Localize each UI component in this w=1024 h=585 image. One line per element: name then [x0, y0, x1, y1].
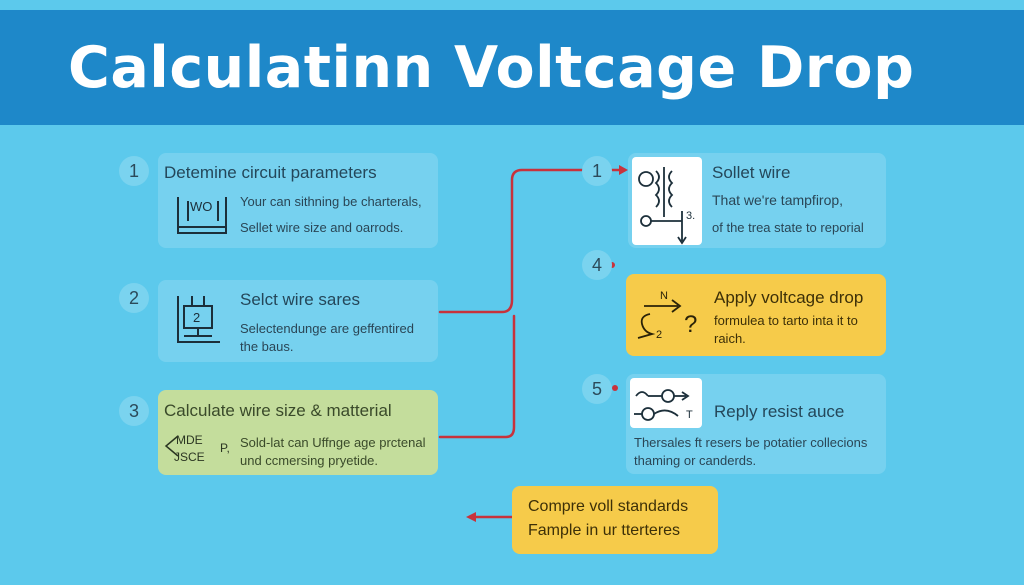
step-card-reply-resistance: T Reply resist auce Thersales ft resers … — [626, 374, 886, 474]
icon-label: T — [686, 409, 693, 421]
step-card-calculate-wire-size: Calculate wire size & matterial MDE JSCE… — [158, 390, 438, 475]
icon-label: JSCE — [174, 450, 205, 464]
resistor-icon-box: T — [630, 378, 702, 428]
step-title: Sollet wire — [712, 163, 791, 182]
step-card-sollet-wire: 3. Sollet wire That we're tampfirop, of … — [628, 153, 886, 248]
step-desc-line: Sellet wire size and oarrods. — [240, 220, 404, 235]
page-title: Calculatinn Voltcage Drop — [68, 34, 915, 101]
title-banner: Calculatinn Voltcage Drop — [0, 10, 1024, 125]
step-desc-line: Selectendunge are geffentired — [240, 321, 414, 336]
bottom-box-line: Compre voll standards — [528, 498, 689, 515]
step-card-select-wire: Selct wire sares 2 Selectendunge are gef… — [158, 280, 438, 362]
step-desc-line: Your can sithning be charterals, — [240, 194, 422, 209]
step-desc-line: formulea to tarto inta it to — [714, 313, 858, 328]
step-title: Apply voltcage drop — [714, 288, 864, 307]
step-card-apply-voltage-drop: N 2 ? Apply voltcage drop formulea to ta… — [626, 274, 886, 356]
icon-label: P, — [220, 441, 230, 455]
wire-selector-icon: 2 — [177, 296, 220, 343]
icon-label: N — [660, 290, 668, 302]
step-number-badge: 4 — [582, 250, 612, 280]
step-title: Reply resist auce — [714, 402, 845, 421]
transformer-icon: 3. — [638, 167, 695, 245]
step-desc-line: und ccmersing pryetide. — [240, 453, 379, 468]
step-desc-line: of the trea state to reporial — [712, 220, 864, 235]
formula-icon: MDE JSCE P, — [164, 433, 230, 464]
formula-question-icon: N 2 ? — [637, 290, 697, 341]
icon-label: ? — [684, 311, 697, 338]
circuit-box-icon: WO — [177, 197, 227, 234]
icon-label: 2 — [193, 310, 200, 325]
step-title: Selct wire sares — [240, 290, 360, 309]
connector-step2-to-right — [438, 168, 622, 314]
step-number-badge: 3 — [119, 396, 149, 426]
resistor-icon: T — [634, 389, 693, 421]
arrow-right-head — [619, 165, 628, 175]
connector-dot-step5 — [612, 385, 618, 391]
icon-label: 2 — [656, 329, 662, 341]
step-desc-line: the baus. — [240, 339, 294, 354]
step-number-badge: 1 — [582, 156, 612, 186]
compare-standards-box: Compre voll standards Fample in ur ttert… — [512, 486, 718, 554]
step-number-badge: 5 — [582, 374, 612, 404]
icon-label: WO — [190, 199, 212, 214]
step-desc-line: That we're tampfirop, — [712, 192, 844, 208]
transformer-icon-box: 3. — [632, 157, 702, 245]
arrow-left-head — [466, 512, 476, 522]
step-number-badge: 2 — [119, 283, 149, 313]
step-number-badge: 1 — [119, 156, 149, 186]
step-desc-line: raich. — [714, 331, 746, 346]
step-title: Calculate wire size & matterial — [164, 401, 392, 420]
top-strip — [0, 0, 1024, 10]
step-desc-line: Sold-lat can Uffnge age prctenal — [240, 435, 426, 450]
icon-label: MDE — [176, 433, 203, 447]
bottom-box-line: Fample in ur tterteres — [528, 522, 681, 539]
icon-label: 3. — [686, 210, 695, 222]
step-card-determine-parameters: Detemine circuit parameters WO Your can … — [158, 153, 438, 248]
connector-step3-to-right — [438, 314, 516, 439]
step-desc-line: Thersales ft resers be potatier collecio… — [634, 435, 868, 450]
step-title: Detemine circuit parameters — [164, 163, 377, 182]
step-desc-line: thaming or canderds. — [634, 453, 757, 468]
